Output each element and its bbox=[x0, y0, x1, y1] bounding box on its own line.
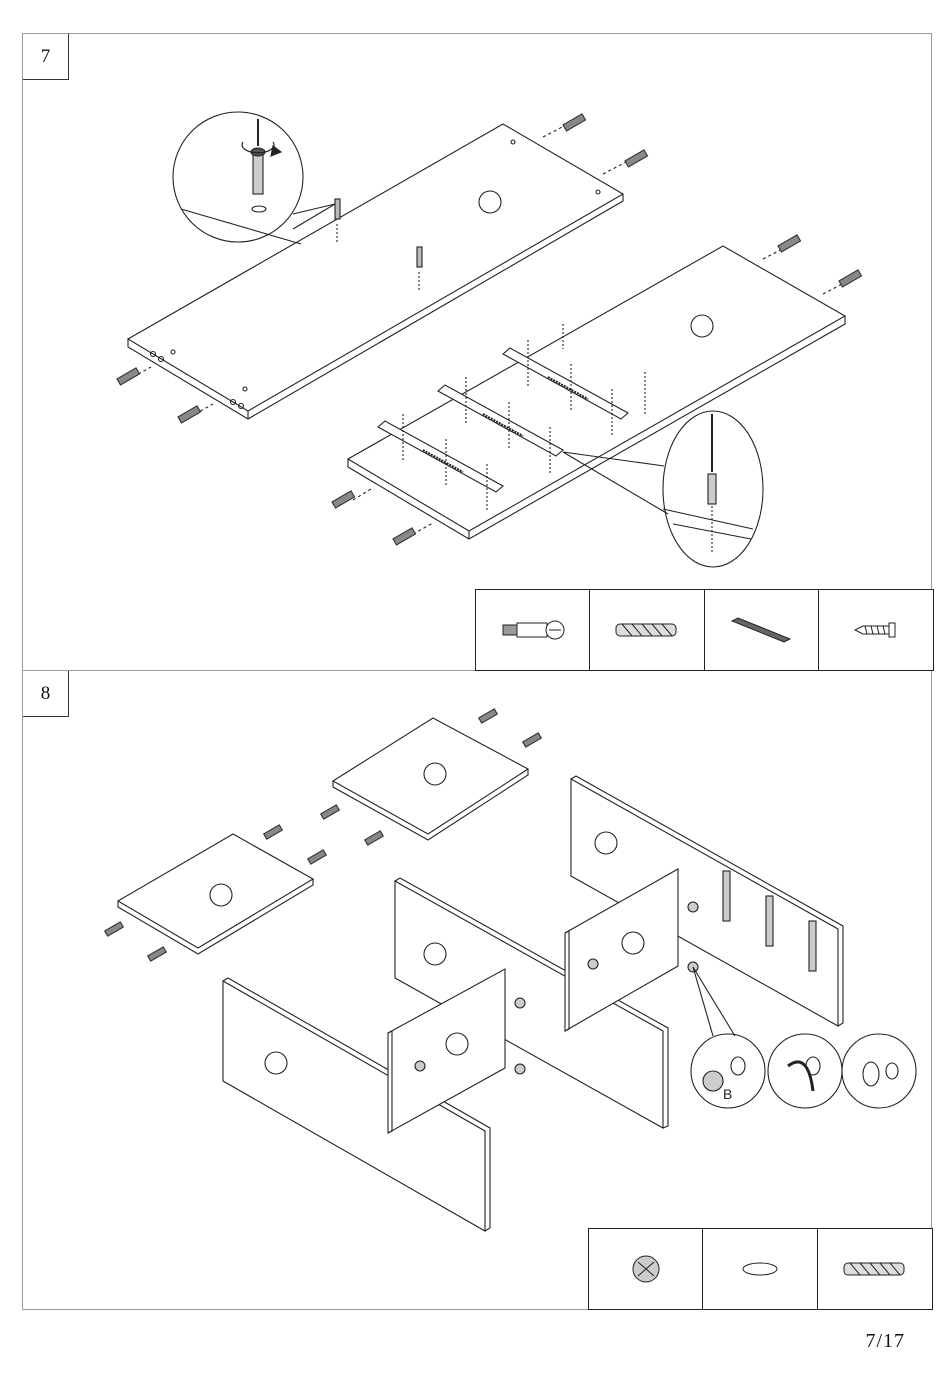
parts-cell bbox=[703, 1229, 817, 1309]
drawer-runner-icon bbox=[726, 615, 796, 645]
step-7-illustration bbox=[23, 34, 931, 670]
step-7-panel: 7 bbox=[22, 33, 932, 671]
shelf-board-upper bbox=[333, 718, 528, 840]
parts-cell bbox=[590, 590, 704, 670]
parts-cell bbox=[818, 1229, 932, 1309]
step-8-illustration: B bbox=[23, 671, 931, 1307]
parts-cell bbox=[589, 1229, 703, 1309]
wooden-dowel-icon bbox=[612, 620, 682, 640]
cover-cap-icon bbox=[738, 1260, 782, 1278]
shelf-board-lower bbox=[118, 834, 313, 954]
step-7-parts-strip bbox=[475, 589, 934, 671]
wooden-dowel-icon bbox=[840, 1259, 910, 1279]
step-8-panel: 8 bbox=[22, 671, 932, 1310]
parts-cell bbox=[476, 590, 590, 670]
parts-cell bbox=[819, 590, 933, 670]
cam-bolt-icon bbox=[493, 615, 573, 645]
step-8-parts-strip bbox=[588, 1228, 933, 1310]
cam-bolt-detail-callout bbox=[173, 112, 335, 244]
page-number: 7/17 bbox=[865, 1330, 905, 1353]
parts-cell bbox=[705, 590, 819, 670]
screw-icon bbox=[851, 620, 901, 640]
callout-label: B bbox=[723, 1086, 732, 1102]
cam-lock-icon bbox=[626, 1252, 666, 1286]
